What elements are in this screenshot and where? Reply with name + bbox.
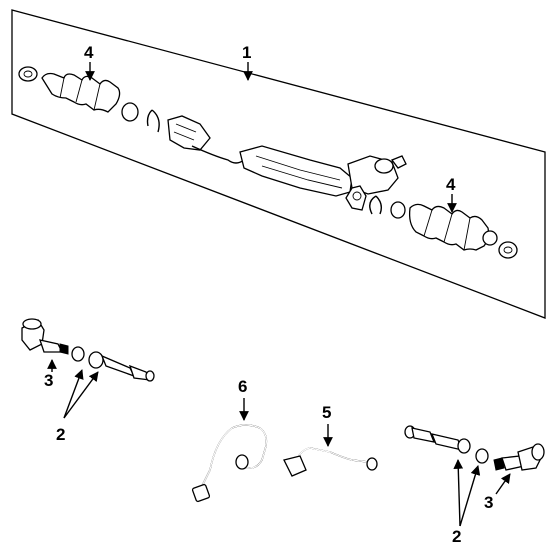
left-inner-tie-rod [88,351,155,382]
right-boot-assembly [369,195,518,259]
pressure-hose [191,424,268,503]
callout-3-right: 3 [484,493,493,512]
callout-2-left: 2 [56,425,65,444]
right-jam-nut [475,448,489,464]
left-jam-nut [71,346,85,362]
callout-2-left-leader-b [63,371,99,419]
callout-4-right: 4 [446,175,456,194]
callout-2-right: 2 [452,527,461,546]
callout-2-left-leader-a [63,369,84,419]
callout-4-left: 4 [84,43,94,62]
callout-2-right-leader-b [459,465,481,527]
left-boot-assembly [18,66,160,133]
right-inner-tie-rod [404,425,471,454]
callout-2-right-leader-a [453,459,464,527]
rack-assembly-panel [11,9,546,319]
callout-1: 1 [242,43,251,62]
rack-housing [167,115,407,211]
callout-5: 5 [322,403,331,422]
return-hose [283,447,378,477]
callout-6: 6 [238,377,247,396]
callout-3-left: 3 [44,371,53,390]
right-outer-tie-rod-end [493,443,545,471]
callout-3-right-leader [495,473,511,495]
left-outer-tie-rod-end [21,318,69,355]
